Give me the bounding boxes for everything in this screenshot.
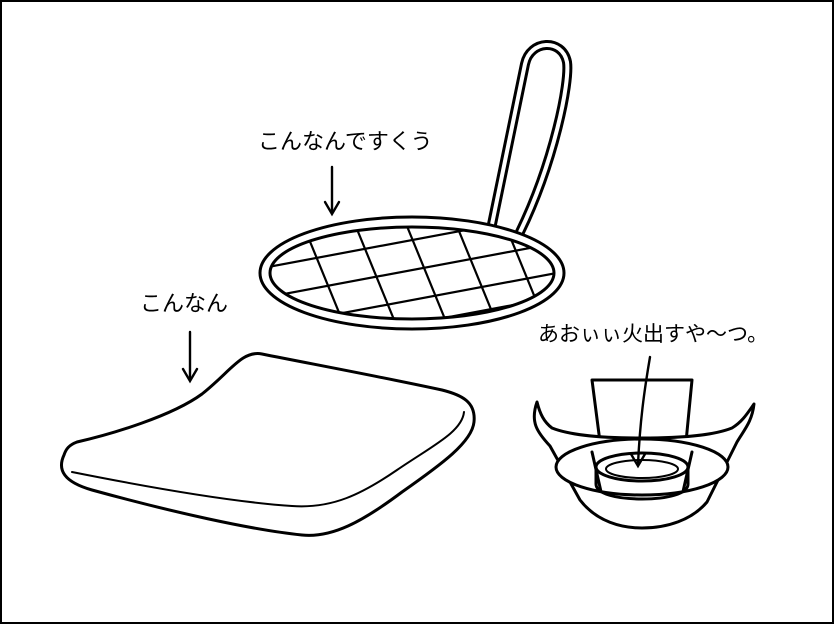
stove (532, 378, 756, 530)
grill-net (258, 40, 573, 331)
grill-arrow (323, 165, 341, 217)
board (59, 352, 476, 537)
stove-label: あおぃぃ火出すや〜つ。 (538, 322, 769, 346)
burner-cup-body (594, 465, 690, 501)
board-label: こんなん (140, 292, 229, 317)
stove-arrow (629, 355, 652, 469)
board-arrow (181, 330, 199, 384)
grill-rim-outer (258, 215, 566, 331)
grill-label: こんなんですくう (258, 130, 433, 155)
